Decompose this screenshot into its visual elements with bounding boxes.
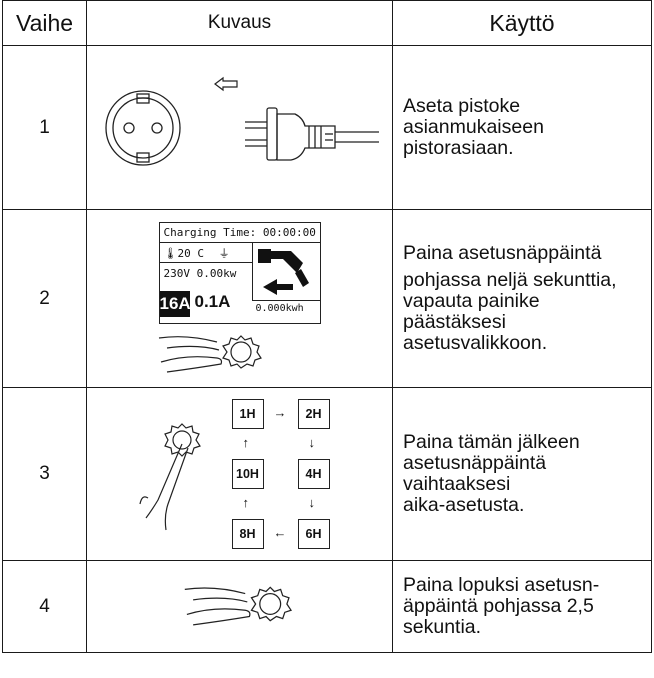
hour-option: 1H <box>231 399 264 429</box>
temperature-value: 20 C <box>177 246 204 260</box>
step-row-3: 3 1H 2H 4H <box>2 387 652 561</box>
step-number: 1 <box>2 45 87 210</box>
hand-press-icon <box>138 423 201 531</box>
instruction-line: Aseta pistoke <box>403 95 521 117</box>
hand-press-icon <box>184 586 292 626</box>
arrow-up-icon: ↑ <box>242 495 250 510</box>
step-illustration: Charging Time: 00:00:00 🌡20 C ⏚ 230V 0.0… <box>86 209 393 388</box>
current-readout: 0.1A <box>194 291 231 311</box>
hour-option: 2H <box>297 399 330 429</box>
instruction-line: Paina asetusnäppäintä <box>403 242 602 264</box>
step-row-2: 2 Charging Time: 00:00:00 🌡20 C ⏚ 230V 0… <box>2 209 652 388</box>
instruction-line: asianmukaiseen <box>403 116 544 138</box>
step-number: 2 <box>2 209 87 388</box>
instruction-line: äppäintä pohjassa 2,5 <box>403 595 594 617</box>
instruction-line: vaihtaaksesi <box>403 473 511 495</box>
charging-connector-icon <box>251 241 320 301</box>
step-instruction: Paina asetusnäppäintä pohjassa neljä sek… <box>392 209 652 388</box>
current-setting-badge: 16A <box>159 290 191 317</box>
thermometer-icon: 🌡 <box>163 246 178 260</box>
instruction-line: Paina lopuksi asetusn- <box>403 574 600 596</box>
instruction-line: aika-asetusta. <box>403 494 525 516</box>
header-description: Kuvaus <box>86 0 393 46</box>
hand-press-icon <box>158 334 262 373</box>
step-illustration <box>86 560 393 653</box>
arrow-up-icon: ↑ <box>242 435 250 450</box>
voltage-power-readout: 230V 0.00kw <box>163 266 237 280</box>
socket-icon <box>104 90 181 166</box>
instruction-table: Vaihe Kuvaus Käyttö 1 <box>2 0 652 653</box>
step-instruction: Paina tämän jälkeen asetusnäppäintä vaih… <box>392 387 652 561</box>
plug-socket-illustration <box>104 76 379 166</box>
instruction-line: pohjassa neljä sekunttia, <box>403 269 617 291</box>
instruction-line: asetusvalikkoon. <box>403 332 548 354</box>
step-illustration: 1H 2H 4H 6H 8H 10H → ↓ ↓ ← ↑ ↑ <box>86 387 393 561</box>
step-number: 4 <box>2 560 87 653</box>
arrow-left-icon <box>213 76 238 92</box>
step-row-4: 4 Paina lopuksi asetusn- äppäintä pohjas… <box>2 560 652 653</box>
arrow-down-icon: ↓ <box>308 495 316 510</box>
instruction-line: Paina tämän jälkeen <box>403 431 580 453</box>
step-illustration <box>86 45 393 210</box>
header-step: Vaihe <box>2 0 87 46</box>
instruction-line: pistorasiaan. <box>403 137 514 159</box>
charger-display: Charging Time: 00:00:00 🌡20 C ⏚ 230V 0.0… <box>158 221 321 324</box>
temperature-readout: 🌡20 C ⏚ <box>164 245 230 261</box>
instruction-line: vapauta painike <box>403 290 540 312</box>
header-row: Vaihe Kuvaus Käyttö <box>2 0 652 46</box>
energy-readout: 0.000kwh <box>255 302 304 314</box>
arrow-right-icon: → <box>273 405 287 420</box>
hour-option: 8H <box>231 519 264 549</box>
instruction-line: sekuntia. <box>403 616 482 638</box>
arrow-left-icon: ← <box>273 525 287 540</box>
hour-option: 6H <box>297 519 330 549</box>
time-setting-cycle: 1H 2H 4H 6H 8H 10H → ↓ ↓ ← ↑ ↑ <box>231 399 342 549</box>
header-usage: Käyttö <box>392 0 652 46</box>
arrow-down-icon: ↓ <box>308 435 316 450</box>
charging-time-readout: Charging Time: 00:00:00 <box>163 225 316 239</box>
plug-icon <box>244 107 379 161</box>
step-instruction: Paina lopuksi asetusn- äppäintä pohjassa… <box>392 560 652 653</box>
instruction-line: päästäksesi <box>403 311 506 333</box>
step-instruction: Aseta pistoke asianmukaiseen pistorasiaa… <box>392 45 652 210</box>
hour-option: 4H <box>297 459 330 489</box>
step-row-1: 1 <box>2 45 652 210</box>
hour-option: 10H <box>231 459 264 489</box>
ground-icon: ⏚ <box>218 246 230 260</box>
instruction-line: asetusnäppäintä <box>403 452 547 474</box>
step-number: 3 <box>2 387 87 561</box>
